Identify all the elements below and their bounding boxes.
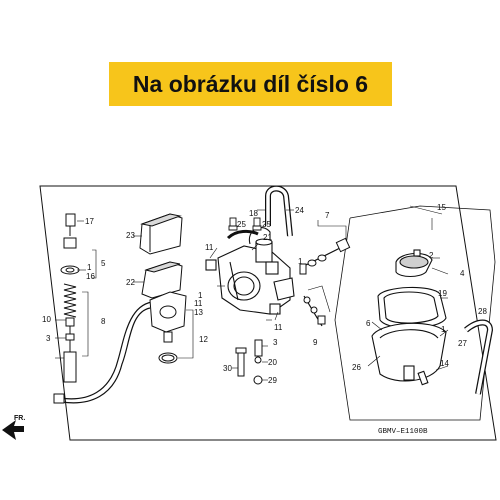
label-8: 8 [101,317,106,326]
part-number-banner: Na obrázku díl číslo 6 [109,62,392,106]
banner-text: Na obrázku díl číslo 6 [132,70,369,97]
label-9: 9 [313,338,318,347]
diagram-frame [39,185,497,441]
label-14: 14 [440,359,449,368]
callout-labels: 17 5 1 16 8 10 3 23 22 12 11 1 11 13 18 … [42,203,487,385]
label-20: 20 [268,358,277,367]
label-6: 6 [366,319,371,328]
front-direction-arrow: FR. [2,415,25,440]
direction-label: FR. [14,415,25,422]
label-4: 4 [460,269,465,278]
label-11-mid: 11 [194,299,203,308]
label-29: 29 [268,376,277,385]
label-12: 12 [199,335,208,344]
label-1-bowl: 1 [441,325,446,334]
label-26: 26 [352,363,361,372]
label-27: 27 [458,339,467,348]
float-chamber-frame [334,205,496,421]
cover-parts [139,213,187,364]
label-23: 23 [126,231,135,240]
label-1-screw: 1 [298,257,303,266]
label-11-right: 11 [274,323,283,332]
label-7: 7 [325,211,330,220]
jet-needle-assembly [60,213,80,383]
label-25-right: 25 [262,220,271,229]
label-21: 21 [263,233,272,242]
label-3: 3 [46,334,51,343]
label-13: 13 [194,308,203,317]
label-16: 16 [86,272,95,281]
idle-screw-set [299,237,351,327]
label-30: 30 [223,364,232,373]
label-5: 5 [101,259,106,268]
label-19: 19 [438,289,447,298]
label-1-body: 1 [198,291,203,300]
label-25-left: 25 [237,220,246,229]
label-18: 18 [249,209,258,218]
float-chamber [371,249,447,386]
label-22: 22 [126,278,135,287]
label-1: 1 [87,263,92,272]
label-17: 17 [85,217,94,226]
label-10: 10 [42,315,51,324]
diagram-code: GBMV–E1100B [378,428,428,436]
label-3-body: 3 [273,338,278,347]
carburetor-body [205,227,295,315]
choke-wire [59,301,153,400]
jet-screws [235,339,263,385]
label-11-left: 11 [205,243,214,252]
label-28: 28 [478,307,487,316]
label-24: 24 [295,206,304,215]
label-15: 15 [437,203,446,212]
label-2: 2 [429,251,434,260]
